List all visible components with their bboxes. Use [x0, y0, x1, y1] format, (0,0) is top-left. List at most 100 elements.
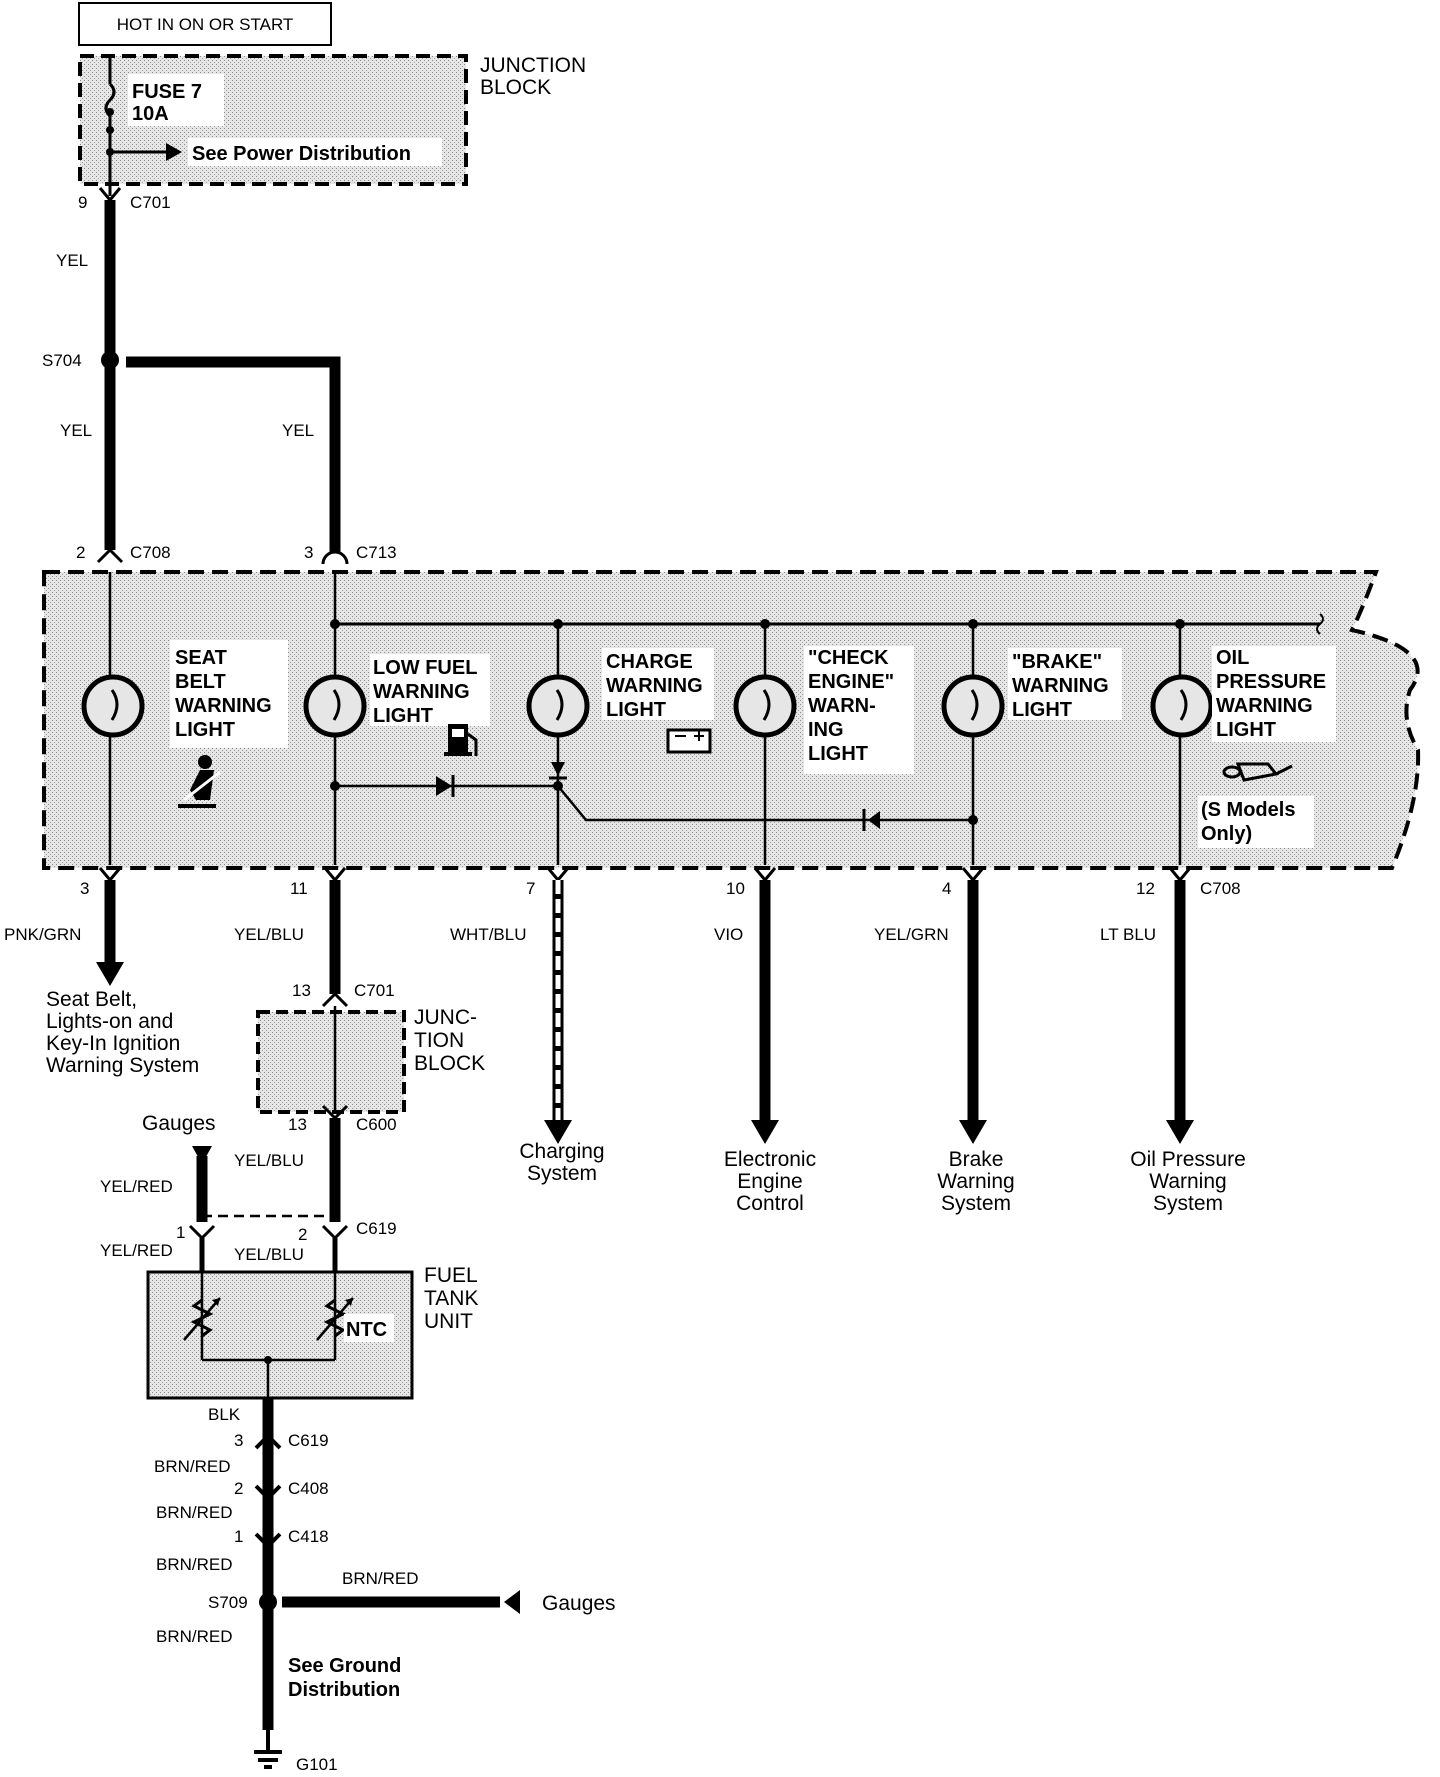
charge-light-label: CHARGE WARNING LIGHT — [602, 648, 714, 721]
bulb-column-oil — [1150, 624, 1214, 865]
svg-text:C418: C418 — [288, 1527, 329, 1546]
c708-in-label: C708 — [130, 543, 171, 562]
splice-s704 — [101, 351, 119, 369]
electronic-engine-destination: Electronic Engine Control — [724, 1148, 816, 1215]
pin-3: 3 — [80, 879, 89, 898]
svg-text:Brake: Brake — [949, 1148, 1004, 1171]
bulb-icon — [1150, 674, 1214, 738]
diode-network — [330, 762, 978, 831]
svg-text:Lights-on and: Lights-on and — [46, 1010, 173, 1033]
diode-icon — [868, 811, 880, 829]
svg-text:WARNING: WARNING — [1012, 675, 1109, 697]
svg-text:1: 1 — [234, 1527, 243, 1546]
svg-text:ING: ING — [808, 719, 844, 741]
c701-lower-pin: 13 — [292, 981, 311, 1000]
svg-text:FUEL: FUEL — [424, 1264, 478, 1287]
svg-text:BRN/RED: BRN/RED — [156, 1503, 233, 1522]
c701-top-connector: 9 C701 — [78, 187, 171, 212]
g101-label: G101 — [296, 1755, 338, 1772]
c600-label: C600 — [356, 1115, 397, 1134]
svg-text:2: 2 — [298, 1225, 307, 1244]
wire-yel-top: YEL — [56, 251, 88, 270]
arrow-right-icon — [166, 143, 182, 161]
svg-text:LIGHT: LIGHT — [175, 719, 235, 741]
wire-yel-blu-3: YEL/BLU — [234, 1245, 304, 1264]
fuel-tank-unit: NTC FUEL TANK UNIT — [146, 1264, 478, 1400]
pin-12: 12 — [1136, 879, 1155, 898]
svg-text:Oil Pressure: Oil Pressure — [1130, 1148, 1246, 1171]
bulb-icon — [303, 674, 367, 738]
svg-text:"BRAKE": "BRAKE" — [1012, 651, 1102, 673]
c701-top-label: C701 — [130, 193, 171, 212]
brake-light-label: "BRAKE" WARNING LIGHT — [1008, 648, 1122, 721]
wire-yel-grn: YEL/GRN — [874, 925, 949, 944]
ground-icon — [254, 1730, 282, 1769]
hot-in-on-start-box: HOT IN ON OR START — [78, 2, 332, 46]
diode-icon — [436, 776, 452, 796]
svg-text:Distribution: Distribution — [288, 1679, 400, 1701]
svg-text:C408: C408 — [288, 1479, 329, 1498]
c619-connector: 1 2 C619 — [176, 1214, 397, 1244]
c708-out-label: C708 — [1200, 879, 1241, 898]
wire-vio: VIO — [714, 925, 743, 944]
svg-text:SEAT: SEAT — [175, 647, 227, 669]
bulb-column-check-engine — [733, 624, 797, 865]
bulb-column-low-fuel — [303, 572, 367, 865]
svg-text:(S Models: (S Models — [1201, 799, 1295, 821]
svg-text:LIGHT: LIGHT — [1012, 699, 1072, 721]
wire-lt-blu: LT BLU — [1100, 925, 1156, 944]
svg-text:LIGHT: LIGHT — [606, 699, 666, 721]
wire-pnk-grn: PNK/GRN — [4, 925, 81, 944]
pin-11: 11 — [290, 879, 308, 898]
svg-text:1: 1 — [176, 1223, 185, 1242]
svg-text:Warning System: Warning System — [46, 1054, 199, 1077]
c713-connector: 3 C713 — [304, 543, 397, 565]
svg-text:TION: TION — [414, 1029, 464, 1052]
svg-text:WARNING: WARNING — [175, 695, 272, 717]
gauges-label-2: Gauges — [542, 1592, 616, 1615]
fuse-name: FUSE 7 — [132, 81, 202, 103]
svg-text:Warning: Warning — [1149, 1170, 1226, 1193]
seat-belt-light-label: SEAT BELT WARNING LIGHT — [170, 640, 288, 748]
fuse-rating: 10A — [132, 103, 169, 125]
pin-4: 4 — [942, 879, 951, 898]
brake-system-destination: Brake Warning System — [937, 1148, 1014, 1215]
svg-text:3: 3 — [234, 1431, 243, 1450]
junction-block-title-2: BLOCK — [480, 76, 551, 99]
wire-yel-red-1: YEL/RED — [100, 1177, 173, 1196]
svg-text:Key-In Ignition: Key-In Ignition — [46, 1032, 180, 1055]
splice-s709 — [259, 1593, 277, 1611]
pin-7: 7 — [526, 879, 535, 898]
c701-lower-label: C701 — [354, 981, 395, 1000]
svg-text:OIL: OIL — [1216, 647, 1249, 669]
oil-system-destination: Oil Pressure Warning System — [1130, 1148, 1246, 1215]
svg-text:LIGHT: LIGHT — [373, 705, 433, 727]
svg-text:TANK: TANK — [424, 1287, 478, 1310]
lower-junction-block: JUNC- TION BLOCK — [256, 1006, 485, 1114]
svg-text:Electronic: Electronic — [724, 1148, 816, 1171]
wire-yel-red-2: YEL/RED — [100, 1241, 173, 1260]
gauges-arrow-icon — [192, 1146, 212, 1164]
svg-text:BELT: BELT — [175, 671, 226, 693]
c701-top-pin: 9 — [78, 193, 87, 212]
wire-yel-left: YEL — [60, 421, 92, 440]
wire-yel-blu: YEL/BLU — [234, 925, 304, 944]
svg-text:C619: C619 — [288, 1431, 329, 1450]
bulb-icon — [81, 674, 145, 738]
ntc-label: NTC — [346, 1319, 387, 1341]
svg-text:System: System — [941, 1192, 1011, 1215]
bulb-icon — [526, 674, 590, 738]
svg-text:JUNC-: JUNC- — [414, 1006, 477, 1029]
svg-text:UNIT: UNIT — [424, 1310, 473, 1333]
wire-wht-blu: WHT/BLU — [450, 925, 527, 944]
wire-yel-right: YEL — [282, 421, 314, 440]
wire-brn-red-4: BRN/RED — [342, 1569, 419, 1588]
ground-connectors: 3 C619 BRN/RED 2 C408 BRN/RED 1 C418 BRN… — [154, 1431, 329, 1574]
hot-label: HOT IN ON OR START — [117, 15, 294, 34]
svg-text:PRESSURE: PRESSURE — [1216, 671, 1326, 693]
bulb-icon — [941, 674, 1005, 738]
svg-text:CHARGE: CHARGE — [606, 651, 693, 673]
svg-text:See Ground: See Ground — [288, 1655, 401, 1677]
